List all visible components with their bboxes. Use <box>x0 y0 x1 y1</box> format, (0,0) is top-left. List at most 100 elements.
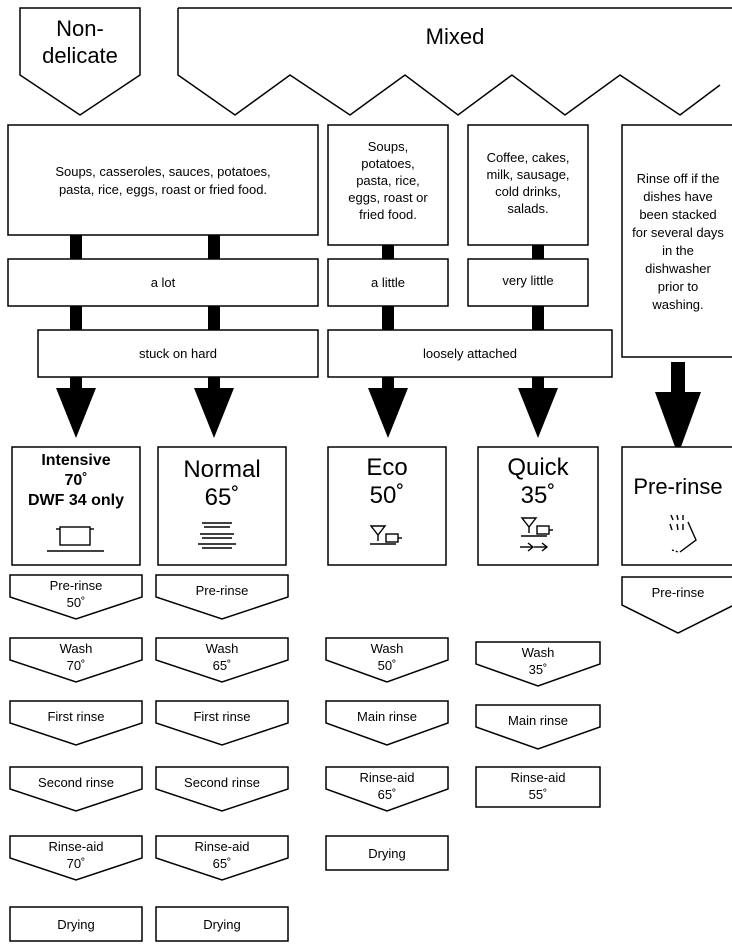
step-normal-second-rinse: Second rinse <box>155 766 289 812</box>
step-label: First rinse <box>193 709 250 724</box>
step-eco-wash: Wash 50˚ <box>325 637 449 683</box>
step-label: First rinse <box>47 709 104 724</box>
step-intensive-drying: Drying <box>9 906 143 942</box>
step-quick-main-rinse: Main rinse <box>475 704 601 750</box>
program-quick-temp: 35˚ <box>521 482 556 509</box>
program-eco-name: Eco <box>366 454 407 481</box>
step-label: Wash <box>371 641 404 656</box>
step-normal-drying: Drying <box>155 906 289 942</box>
down-arrow <box>655 362 701 455</box>
connector-bar <box>70 306 82 330</box>
step-shape <box>155 637 289 683</box>
program-intensive-name: Intensive <box>41 452 110 469</box>
down-arrow <box>56 377 96 438</box>
down-arrow <box>194 377 234 438</box>
qty-box-a-lot <box>7 258 319 307</box>
rinse-note-line3: been stacked <box>639 207 716 222</box>
step-label: Wash <box>60 641 93 656</box>
connector-bar <box>208 306 220 330</box>
program-eco-temp: 50˚ <box>370 482 405 509</box>
header-non-delicate-line1: Non- <box>56 16 104 41</box>
program-quick <box>477 446 599 566</box>
step-temp: 65˚ <box>378 787 397 802</box>
step-temp: 50˚ <box>378 658 397 673</box>
step-shape <box>325 637 449 683</box>
step-eco-main-rinse: Main rinse <box>325 700 449 746</box>
food-snack-line3: cold drinks, <box>495 184 561 199</box>
step-label: Drying <box>57 917 95 932</box>
step-temp: 70˚ <box>67 658 86 673</box>
step-label: Second rinse <box>184 775 260 790</box>
step-prerinse-pre-rinse: Pre-rinse <box>621 576 732 634</box>
step-shape <box>9 835 143 881</box>
program-normal-temp: 65˚ <box>205 484 240 511</box>
food-snack-line1: Coffee, cakes, <box>487 150 570 165</box>
step-temp: 55˚ <box>529 787 548 802</box>
step-shape <box>155 700 289 746</box>
step-shape <box>155 574 289 620</box>
rinse-note-line7: prior to <box>658 279 698 294</box>
food-heavy-line2: pasta, rice, eggs, roast or fried food. <box>59 182 267 197</box>
connector-bar <box>532 306 544 330</box>
step-label: Rinse-aid <box>511 770 566 785</box>
connector-bar <box>208 235 220 259</box>
step-shape <box>9 574 143 620</box>
step-label: Wash <box>206 641 239 656</box>
soil-box-stuck <box>37 329 319 378</box>
connector-bar <box>70 235 82 259</box>
program-prerinse-name: Pre-rinse <box>633 474 722 499</box>
step-label: Rinse-aid <box>195 839 250 854</box>
step-label: Pre-rinse <box>50 578 103 593</box>
connector-bar <box>382 245 394 259</box>
step-temp: 65˚ <box>213 856 232 871</box>
qty-very-little-label: very little <box>502 273 553 288</box>
header-non-delicate-shape <box>19 7 141 116</box>
food-heavy-line1: Soups, casseroles, sauces, potatoes, <box>55 164 270 179</box>
step-label: Second rinse <box>38 775 114 790</box>
step-label: Pre-rinse <box>196 583 249 598</box>
step-label: Drying <box>368 846 406 861</box>
down-arrow <box>518 377 558 438</box>
step-label: Pre-rinse <box>652 585 705 600</box>
step-shape <box>475 641 601 687</box>
step-normal-first-rinse: First rinse <box>155 700 289 746</box>
step-normal-pre-rinse: Pre-rinse <box>155 574 289 620</box>
step-quick-rinse-aid: Rinse-aid 55˚ <box>475 766 601 808</box>
step-shape <box>9 766 143 812</box>
step-eco-drying: Drying <box>325 835 449 871</box>
qty-box-very-little <box>467 258 589 307</box>
soil-stuck-label: stuck on hard <box>139 346 217 361</box>
step-label: Main rinse <box>357 709 417 724</box>
food-light-line3: pasta, rice, <box>356 173 420 188</box>
step-shape <box>155 835 289 881</box>
food-box-heavy <box>7 124 319 236</box>
step-temp: 50˚ <box>67 595 86 610</box>
step-shape <box>475 704 601 750</box>
step-label: Main rinse <box>508 713 568 728</box>
plates-stack-icon <box>198 522 236 549</box>
step-temp: 35˚ <box>529 662 548 677</box>
glass-cup-quick-icon <box>520 517 553 552</box>
header-mixed-label: Mixed <box>426 24 485 49</box>
qty-a-lot-label: a lot <box>151 275 176 290</box>
program-normal <box>157 446 287 566</box>
program-eco <box>327 446 447 566</box>
food-snack-line4: salads. <box>507 201 548 216</box>
pot-icon <box>47 526 104 552</box>
qty-a-little-label: a little <box>371 275 405 290</box>
step-temp: 65˚ <box>213 658 232 673</box>
step-shape <box>325 835 449 871</box>
food-light-line2: potatoes, <box>361 156 415 171</box>
step-normal-wash: Wash 65˚ <box>155 637 289 683</box>
program-normal-name: Normal <box>183 456 260 483</box>
rinse-note-box <box>621 124 732 358</box>
step-shape <box>9 906 143 942</box>
rinse-note-line8: washing. <box>651 297 703 312</box>
header-non-delicate-line2: delicate <box>42 43 118 68</box>
